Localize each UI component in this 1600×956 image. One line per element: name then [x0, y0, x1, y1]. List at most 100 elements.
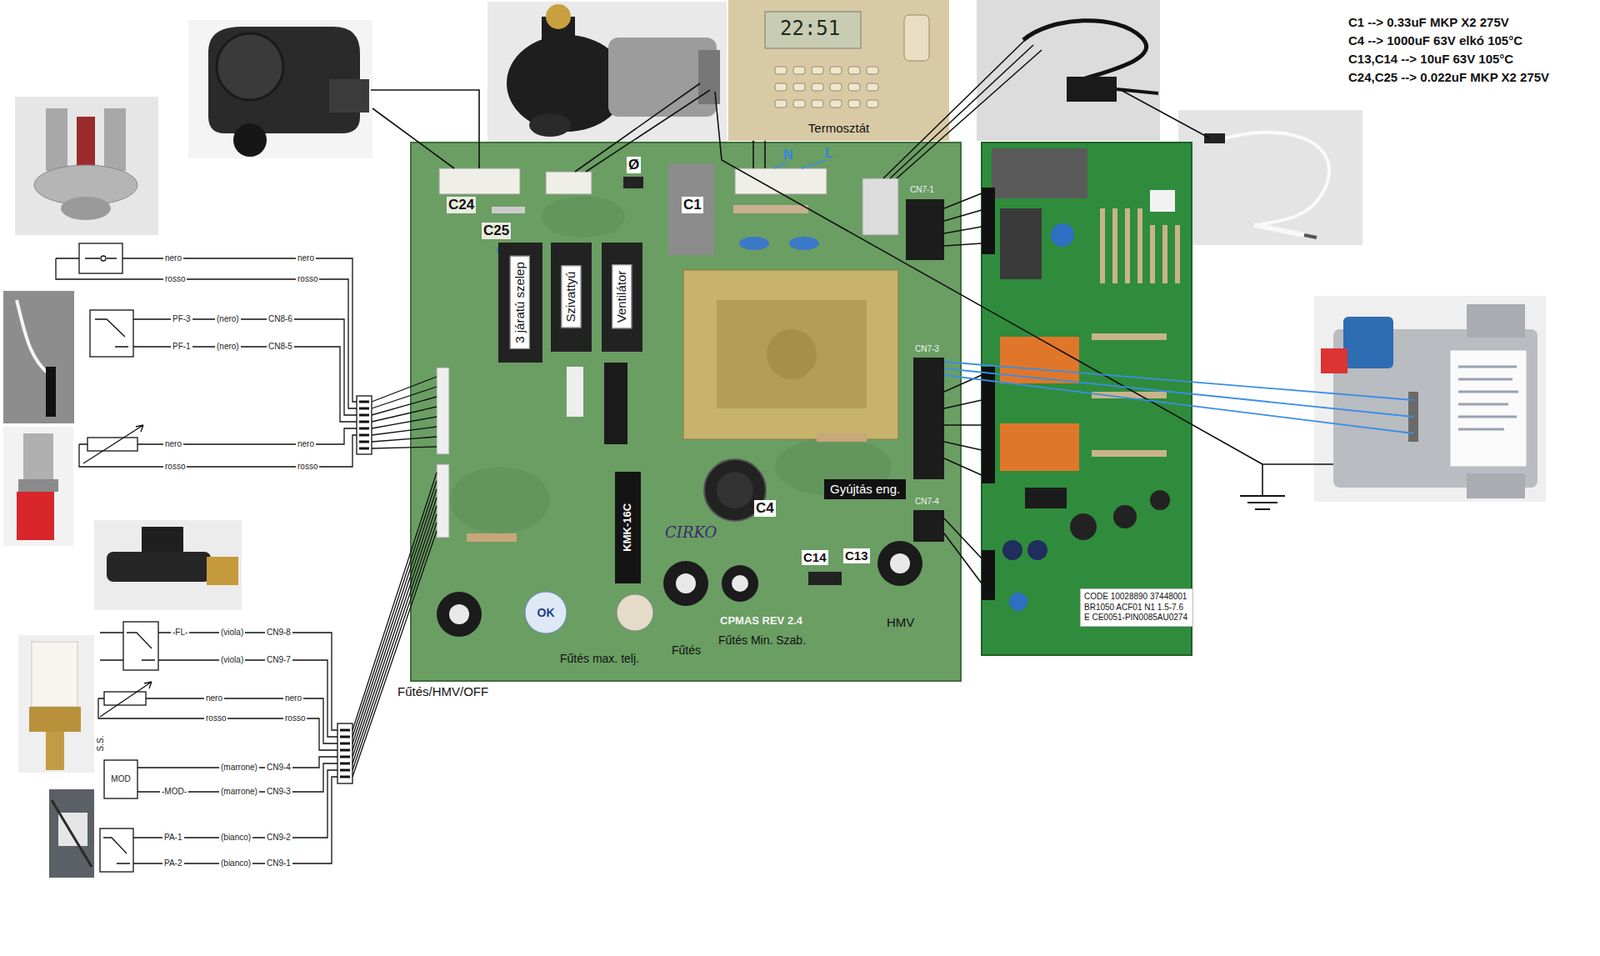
wire-label: (marrone)	[219, 762, 260, 773]
ntc-sensor-photo-part	[18, 635, 95, 773]
thermostat-photo-part	[811, 66, 824, 75]
wiring-schematic-part	[126, 632, 155, 660]
electrode-cable-photo-part	[1023, 20, 1147, 80]
main-pcb-part	[545, 171, 592, 195]
main-pcb-part	[436, 591, 482, 637]
handwritten-note: CIRKO	[665, 523, 717, 542]
main-pcb-part	[604, 362, 628, 445]
main-pcb-part	[566, 366, 584, 417]
wire-label: (nero)	[215, 341, 241, 352]
thermostat-photo-part	[811, 100, 824, 108]
temperature-sensor-photo	[3, 426, 74, 546]
thermostat-photo-part	[793, 66, 805, 75]
ignition-pcb-part	[1000, 423, 1080, 471]
gas-valve-photo-part	[1458, 366, 1519, 430]
node-text: Ventilátor	[614, 270, 630, 324]
ntc-sensor-photo	[18, 635, 95, 773]
wire-part	[370, 90, 480, 169]
main-pcb-part	[601, 242, 643, 352]
wire-part	[890, 45, 1034, 179]
wire-part	[585, 90, 710, 172]
wire-label: CN8-6	[266, 314, 295, 325]
clock-display: 22:51	[780, 16, 840, 41]
main-pcb-part	[550, 242, 592, 352]
wiring-schematic-part	[104, 760, 138, 799]
main-pcb-part	[675, 573, 696, 594]
wire-part	[1240, 495, 1285, 510]
electrode-photo	[1178, 110, 1363, 245]
gas-valve-photo-part	[1466, 304, 1525, 338]
wire-label: CN9-7	[265, 655, 293, 665]
wiring-schematic-part	[100, 255, 106, 261]
wire-label: rosso	[163, 274, 187, 285]
ignition-pcb-part	[1050, 223, 1075, 247]
thermal-cutoff-photo-part	[60, 196, 111, 220]
capacitor-spec-note: C4 --> 1000uF 63V elkó 105°C	[1348, 33, 1523, 49]
ntc-sensor-photo-part	[29, 706, 81, 732]
capacitor-label: C25	[481, 222, 511, 240]
thermostat-photo-part	[866, 100, 879, 108]
blue-wire-part	[801, 160, 827, 169]
wiring-schematic	[55, 243, 437, 872]
main-pcb-part	[766, 329, 817, 380]
potentiometer-label: HMV	[886, 615, 915, 630]
main-pcb-part	[541, 195, 625, 238]
ignition-pcb-part	[1150, 490, 1170, 510]
wire-part	[372, 108, 455, 169]
wire-label: L	[825, 145, 834, 161]
chip-label: KMK-16C	[620, 503, 635, 552]
electrode-cable-photo-part	[1066, 76, 1117, 102]
pressure-switch-photo-part	[49, 789, 95, 878]
temperature-sensor-photo-part	[16, 491, 55, 540]
main-pcb	[410, 142, 961, 681]
wire-label: rosso	[295, 461, 320, 472]
relay-label: 3 járatú szelep	[510, 255, 530, 350]
wire-label: CN9-3	[265, 786, 293, 797]
wire-label: nero	[295, 253, 316, 264]
pump-photo-part	[487, 1, 727, 143]
pressure-switch-photo	[49, 789, 95, 878]
potentiometer-label: Fűtés Min. Szab.	[718, 633, 806, 648]
wiring-schematic-part	[83, 425, 144, 464]
wiring-schematic-part	[352, 472, 437, 777]
thermostat-photo-part	[728, 0, 950, 141]
flow-switch-photo-part	[94, 520, 242, 610]
ignition-pcb-part	[981, 142, 1192, 655]
wiring-schematic-part	[359, 401, 370, 449]
main-pcb-part	[816, 433, 867, 442]
ntc-sensor-photo-part	[45, 731, 65, 770]
sticker-text: OK	[537, 605, 555, 620]
wire-part	[944, 193, 982, 246]
wiring-schematic-part	[90, 310, 134, 357]
wire-part	[715, 91, 1263, 465]
wire-label: N	[783, 146, 794, 163]
wire-label: CN8-5	[266, 341, 295, 352]
relay-label: Ventilátor	[611, 265, 632, 330]
main-pcb-part	[808, 571, 842, 585]
wire-label: nero	[163, 253, 184, 264]
main-pcb-part	[525, 591, 567, 634]
main-pcb-part	[450, 466, 550, 534]
pump-photo	[487, 1, 727, 143]
main-pcb-part	[735, 168, 827, 195]
main-pcb-part	[683, 270, 899, 440]
wiring-schematic-part	[79, 243, 123, 274]
wire-part	[944, 375, 982, 475]
thermal-cutoff-photo	[15, 96, 159, 235]
wiring-schematic-part	[98, 698, 338, 744]
wire-label: rosso	[295, 274, 320, 285]
main-pcb-part	[491, 206, 525, 214]
node-text: Szivattyú	[563, 271, 579, 323]
temperature-sensor-photo-part	[23, 433, 54, 480]
wire-label: (viola)	[219, 655, 245, 665]
ignition-pcb-part	[1027, 540, 1048, 560]
electrode-photo-part	[1218, 132, 1330, 225]
board-sticker: CODE 10028890 37448001 BR1050 ACF01 N1 1…	[1080, 588, 1194, 627]
thermostat-photo-part	[793, 100, 805, 108]
main-pcb-part	[623, 176, 644, 189]
thermostat-photo-part	[848, 83, 860, 91]
wire-connector	[752, 140, 755, 143]
blue-wire-part	[944, 375, 1414, 434]
wire-label: nero	[283, 693, 304, 704]
